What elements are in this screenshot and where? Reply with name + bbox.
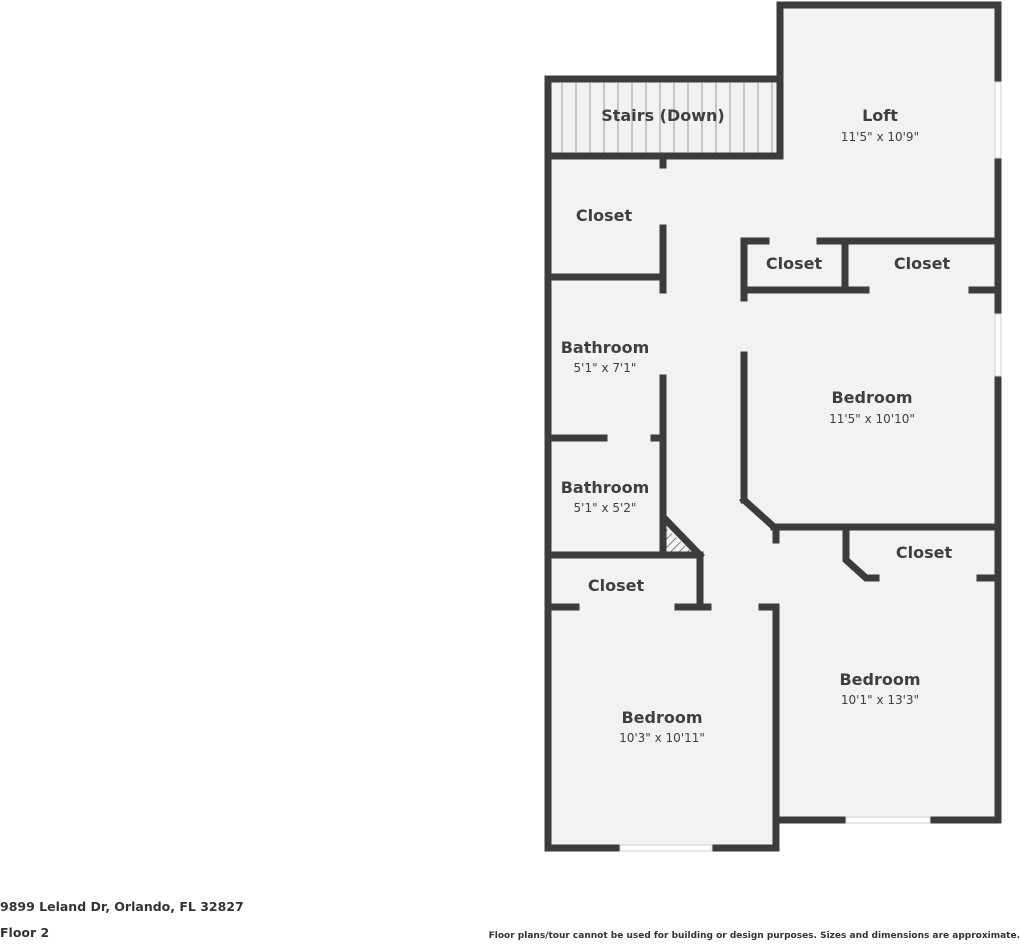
closet-left-lower-label: Closet [588,576,645,595]
bedroom-left-lower-dims: 10'3" x 10'11" [619,731,705,745]
disclaimer-text: Floor plans/tour cannot be used for buil… [488,931,1020,941]
closet-top-left-label: Closet [576,206,633,225]
closet-right-label: Closet [894,254,951,273]
floor-label: Floor 2 [0,925,50,940]
bathroom-upper-label: Bathroom [561,338,650,357]
room-labels: Stairs (Down) Loft 11'5" x 10'9" Closet … [561,106,953,745]
bathroom-lower-label: Bathroom [561,478,650,497]
bedroom-left-lower-label: Bedroom [621,708,702,727]
address-text: 9899 Leland Dr, Orlando, FL 32827 [0,899,244,914]
loft-label: Loft [862,106,898,125]
closet-right-middle-label: Closet [896,543,953,562]
closet-center-label: Closet [766,254,823,273]
walls [544,1,1002,852]
floor-area [548,5,998,848]
stairs-label: Stairs (Down) [601,106,725,125]
windows [619,81,1002,852]
bedroom-right-upper-label: Bedroom [831,388,912,407]
hatched-chase [666,528,692,552]
loft-dims: 11'5" x 10'9" [841,130,919,144]
bedroom-right-upper-dims: 11'5" x 10'10" [829,412,915,426]
bedroom-right-lower-dims: 10'1" x 13'3" [841,693,919,707]
bathroom-upper-dims: 5'1" x 7'1" [574,361,637,375]
bathroom-lower-dims: 5'1" x 5'2" [574,501,637,515]
bedroom-right-lower-label: Bedroom [839,670,920,689]
stair-treads [561,83,773,153]
